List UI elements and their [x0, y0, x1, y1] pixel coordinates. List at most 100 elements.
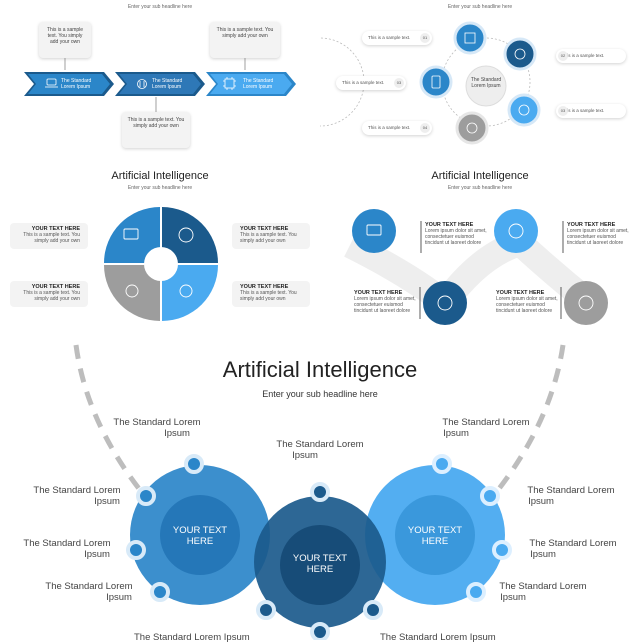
laptop-icon	[366, 224, 382, 236]
hub-pill-3: This is a sample text. 03	[336, 76, 406, 90]
chevron-3-line1: The Standard	[243, 78, 274, 84]
quadrant-bottom-right	[162, 265, 218, 321]
wave-text-4-head: YOUR TEXT HERE	[496, 290, 545, 296]
sample-card-1: This is a sample text. You simply add yo…	[39, 22, 91, 58]
hub-pill-2-num: 02	[558, 51, 568, 61]
sample-card-3: This is a sample text. You simply add yo…	[122, 112, 190, 148]
main-node-right-4	[466, 582, 486, 602]
head-icon	[437, 295, 453, 311]
main-label-3-line1: The Standard Lorem	[442, 417, 530, 428]
quadrant-text-2-head: YOUR TEXT HERE	[240, 226, 289, 232]
main-label-1-line1: The Standard Lorem	[113, 417, 201, 428]
panel3-subtitle: Enter your sub headline here	[127, 185, 193, 191]
wave-node-1	[352, 209, 396, 253]
main-circle-left-line1: YOUR TEXT	[172, 525, 228, 536]
main-node-right-3	[492, 540, 512, 560]
wave-text-3-head: YOUR TEXT HERE	[354, 290, 403, 296]
phone-icon	[431, 75, 441, 89]
hub-node-2	[503, 37, 537, 71]
hub-pill-2: This is a sample text.02	[556, 49, 626, 63]
main-circle-left-text: YOUR TEXT HERE	[160, 525, 240, 547]
hub-pill-2-text: This is a sample text.	[562, 53, 605, 58]
panel1-subtitle: Enter your sub headline here	[127, 4, 193, 10]
quadrant-bottom-left	[104, 265, 160, 321]
quadrant-text-2-body: This is a sample text. You simply add yo…	[240, 232, 297, 244]
panel2-subtitle: Enter your sub headline here	[447, 4, 513, 10]
main-label-4-line1: The Standard Lorem	[33, 485, 121, 496]
main-label-5-line2: Ipsum	[528, 496, 554, 507]
gear-icon	[125, 284, 139, 298]
hub-pill-4: This is a sample text.03	[556, 104, 626, 118]
laptop-icon	[464, 32, 476, 44]
hub-center-label: The Standard Lorem Ipsum	[466, 77, 506, 89]
main-label-7-line1: The Standard Lorem	[529, 538, 617, 549]
hub-node-1	[453, 21, 487, 55]
wave-node-4	[564, 281, 608, 325]
hub-pill-1: This is a sample text. 01	[362, 31, 432, 45]
quadrant-top-right	[162, 207, 218, 263]
chevron-2-line1: The Standard	[152, 78, 183, 84]
chevron-2-line2: Lorem Ipsum	[152, 84, 182, 90]
main-circle-right-line1: YOUR TEXT	[407, 525, 463, 536]
wave-text-1-head: YOUR TEXT HERE	[425, 222, 474, 228]
hub-node-4	[455, 111, 489, 145]
brain-icon	[514, 48, 526, 60]
hub-pill-1-text: This is a sample text.	[368, 35, 411, 40]
brain-icon	[508, 223, 524, 239]
hub-pill-1-num: 01	[420, 33, 430, 43]
main-node-center-3	[363, 600, 383, 620]
main-circle-right-line2: HERE	[421, 536, 449, 547]
main-label-2-line2: Ipsum	[292, 450, 318, 461]
main-node-center-4	[310, 622, 330, 640]
quadrant-text-3-body: This is a sample text. You simply add yo…	[23, 290, 80, 302]
hub-pill-5-text: This is a sample text.	[368, 125, 411, 130]
quadrant-donut-graphic	[10, 207, 310, 321]
quadrant-top-left	[104, 207, 160, 263]
main-subtitle: Enter your sub headline here	[262, 389, 378, 399]
main-label-1-line2: Ipsum	[164, 428, 190, 439]
hub-node-5	[419, 65, 453, 99]
main-circle-left-line2: HERE	[186, 536, 214, 547]
chevron-3-label: The Standard Lorem Ipsum	[243, 78, 273, 90]
main-label-6-line2: Ipsum	[84, 549, 110, 560]
wave-text-3-body: Lorem ipsum dolor sit amet, consectetuer…	[354, 296, 416, 314]
hub-pill-3-text: This is a sample text.	[342, 80, 385, 85]
network-icon	[179, 284, 193, 298]
hub-pill-5: This is a sample text. 04	[362, 121, 432, 135]
wave-node-2	[494, 209, 538, 253]
main-node-right-2	[480, 486, 500, 506]
hub-pill-5-num: 04	[420, 123, 430, 133]
main-node-right-1	[432, 454, 452, 474]
hub-pill-4-text: This is a sample text.	[562, 108, 605, 113]
main-circle-center-line1: YOUR TEXT	[292, 553, 348, 564]
main-label-7-line2: Ipsum	[530, 549, 556, 560]
gear-icon	[578, 295, 594, 311]
wave-circles-graphic	[344, 209, 608, 325]
wave-text-2-body: Lorem ipsum dolor sit amet, consectetuer…	[567, 228, 629, 246]
network-icon	[518, 104, 530, 116]
sample-card-2: This is a sample text. You simply add yo…	[210, 22, 280, 58]
gear-icon	[466, 122, 478, 134]
main-node-left-3	[126, 540, 146, 560]
wave-text-2-head: YOUR TEXT HERE	[567, 222, 616, 228]
hub-pill-3-num: 03	[394, 78, 404, 88]
main-node-left-4	[150, 582, 170, 602]
chip-icon	[224, 78, 235, 89]
main-label-9-line2: Ipsum	[500, 592, 526, 603]
main-label-8-line1: The Standard Lorem	[45, 581, 133, 592]
main-label-4-line2: Ipsum	[94, 496, 120, 507]
main-label-10: The Standard Lorem Ipsum	[134, 632, 250, 643]
main-label-11: The Standard Lorem Ipsum	[380, 632, 496, 643]
